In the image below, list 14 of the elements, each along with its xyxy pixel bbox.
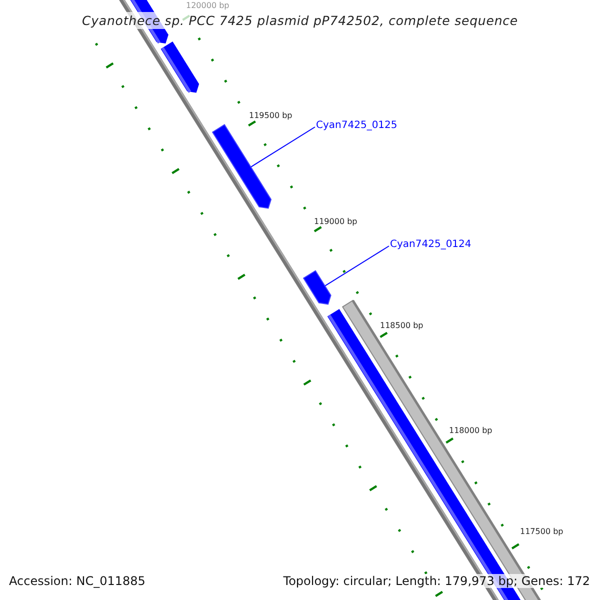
position-label: 117500 bp	[520, 527, 564, 536]
gene-arrow	[302, 270, 332, 305]
footer-text: Accession: NC_011885	[9, 574, 146, 588]
position-label: 119500 bp	[249, 111, 292, 120]
position-label: 118500 bp	[380, 321, 424, 330]
leader-line	[324, 246, 390, 286]
position-label: 119000 bp	[314, 217, 358, 226]
position-label: 120000 bp	[186, 1, 230, 10]
position-label: 118000 bp	[449, 426, 492, 435]
gene-arrow	[212, 124, 272, 209]
gene-label: Cyan7425_0125	[316, 120, 398, 131]
leader-line	[250, 126, 316, 168]
gene-label: Cyan7425_0124	[390, 239, 472, 250]
footer-text: Topology: circular; Length: 179,973 bp; Genes: 172	[283, 574, 590, 588]
